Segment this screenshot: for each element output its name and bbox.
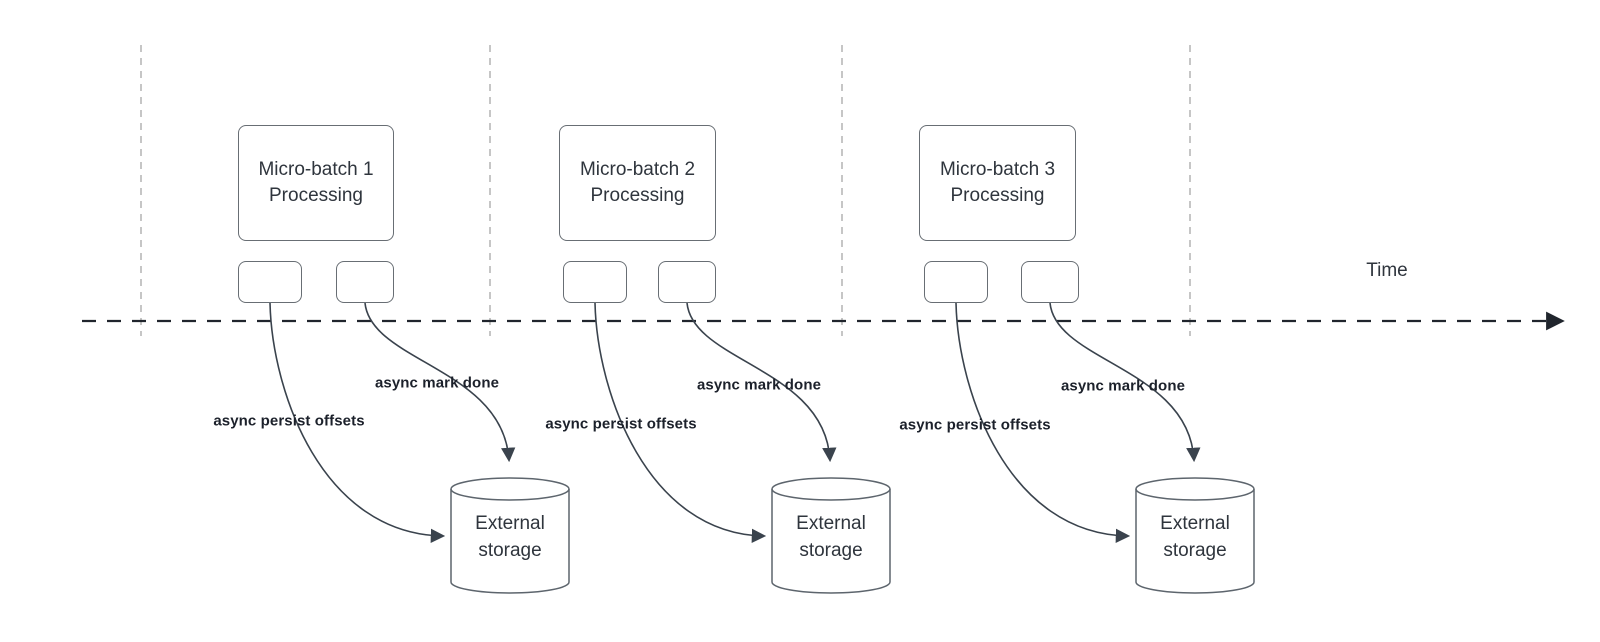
micro-batch-1-offsets-task-box [238,261,302,303]
external-storage-text-1: External storage [451,510,569,564]
persist-offsets-label-3: async persist offsets [899,416,1051,434]
micro-batch-2-title-line2: Processing [590,185,685,206]
persist-offsets-label-2: async persist offsets [545,415,697,433]
external-storage-cylinder-1 [450,477,570,594]
persist-offsets-arrow-3 [955,302,1131,543]
persist-offsets-arrow-2 [594,302,767,543]
micro-batch-2-markdone-task-box [658,261,716,303]
external-storage-1-line1: External [475,513,545,534]
micro-batch-3-offsets-task-box [924,261,988,303]
external-storage-2-line1: External [796,513,866,534]
external-storage-3-line2: storage [1163,540,1227,561]
mark-done-arrow-3 [1049,302,1201,463]
micro-batch-3-processing-box: Micro-batch 3 Processing [919,125,1076,241]
micro-batch-1-title-line1: Micro-batch 1 [258,159,374,180]
external-storage-cylinder-3 [1135,477,1255,594]
micro-batch-1-processing-box: Micro-batch 1 Processing [238,125,394,241]
micro-batch-3-markdone-task-box [1021,261,1079,303]
micro-batch-2-title-line1: Micro-batch 2 [579,159,696,180]
time-axis-label: Time [1366,260,1408,281]
external-storage-2-line2: storage [799,540,863,561]
external-storage-text-2: External storage [772,510,890,564]
mark-done-label-3: async mark done [1060,377,1186,395]
mark-done-arrow-2 [686,302,837,463]
micro-batch-1-title-line2: Processing [269,185,363,206]
micro-batch-2-processing-box: Micro-batch 2 Processing [559,125,716,241]
micro-batch-1-markdone-task-box [336,261,394,303]
external-storage-text-3: External storage [1136,510,1254,564]
persist-offsets-arrow-1 [269,302,446,543]
mark-done-arrow-1 [364,302,516,463]
micro-batch-2-offsets-task-box [563,261,627,303]
external-storage-cylinder-2 [771,477,891,594]
micro-batch-3-title-line2: Processing [950,185,1045,206]
mark-done-label-1: async mark done [374,374,500,392]
persist-offsets-label-1: async persist offsets [213,412,365,430]
mark-done-label-2: async mark done [696,376,822,394]
micro-batch-3-title-line1: Micro-batch 3 [939,159,1056,180]
external-storage-3-line1: External [1160,513,1230,534]
external-storage-1-line2: storage [478,540,542,561]
